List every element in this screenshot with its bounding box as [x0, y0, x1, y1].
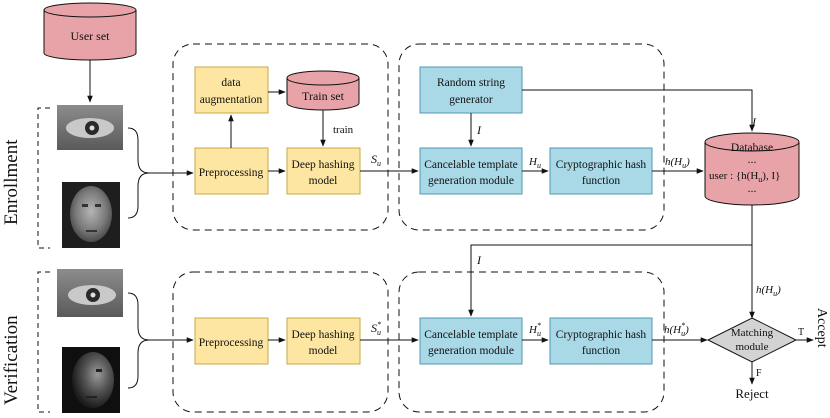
edge-label-hHu-enroll: h(Hu)	[665, 156, 690, 170]
enrollment-bracket	[37, 107, 50, 249]
accept-label: Accept	[814, 308, 829, 348]
branch-label-false: F	[756, 368, 762, 379]
svg-text:model: model	[309, 345, 338, 357]
arrow-random-to-database	[522, 89, 755, 132]
verify-protection-group	[398, 271, 665, 413]
svg-text:Matching: Matching	[731, 327, 774, 339]
svg-text:Deep hashing: Deep hashing	[292, 159, 355, 171]
arrow-database-to-cancelable-verify	[468, 244, 752, 317]
matching-module-diamond: Matching module	[706, 317, 798, 363]
database-dots-top: ...	[748, 152, 757, 166]
reject-label: Reject	[735, 386, 769, 401]
deep-hashing-box-enroll: Deep hashing model	[286, 147, 361, 195]
svg-text:generation module: generation module	[428, 345, 514, 357]
enrollment-brace	[127, 127, 150, 219]
svg-text:Cancelable template: Cancelable template	[424, 159, 518, 171]
svg-text:generation module: generation module	[428, 175, 514, 187]
enroll-protection-group	[398, 43, 665, 231]
svg-text:function: function	[582, 345, 621, 357]
face-image-verify	[62, 347, 120, 413]
svg-text:augmentation: augmentation	[200, 94, 263, 106]
edge-label-I-database: I	[751, 115, 757, 129]
edge-label-Hstar: H*u	[528, 321, 541, 338]
enroll-feature-group	[172, 43, 389, 231]
preprocessing-box-verify: Preprocessing	[194, 317, 269, 365]
eye-image-verify	[57, 269, 123, 317]
edge-label-Sstar: S*u	[371, 320, 381, 337]
crypto-hash-box-verify: Cryptographic hash function	[549, 317, 653, 365]
eye-image-enroll	[57, 105, 123, 150]
edge-label-Hu-enroll: Hu	[528, 156, 541, 170]
svg-text:Preprocessing: Preprocessing	[199, 337, 264, 349]
edge-label-I-enroll: I	[476, 123, 482, 137]
edge-label-hHstar: h(H*u)	[664, 321, 689, 338]
edge-label-hHu-match: h(Hu)	[756, 284, 781, 298]
branch-label-true: T	[798, 327, 804, 338]
preprocessing-box-enroll: Preprocessing	[194, 147, 269, 195]
user-set-label: User set	[71, 29, 111, 43]
section-label-enrollment: Enrollment	[1, 139, 22, 225]
verification-brace	[127, 292, 150, 389]
database-title: Database	[731, 142, 773, 154]
database-cylinder: Database ... user : {h(Hu), I} ...	[704, 132, 800, 206]
edge-label-I-verify: I	[476, 253, 482, 267]
svg-text:function: function	[582, 175, 621, 187]
user-set-cylinder: User set	[43, 2, 137, 61]
cancelable-template-box-enroll: Cancelable template generation module	[419, 147, 523, 195]
svg-text:Cryptographic hash: Cryptographic hash	[556, 159, 647, 171]
svg-text:Cryptographic hash: Cryptographic hash	[556, 329, 647, 341]
edge-label-train: train	[333, 124, 354, 136]
svg-text:Deep hashing: Deep hashing	[292, 329, 355, 341]
cancelable-template-box-verify: Cancelable template generation module	[419, 317, 523, 365]
verification-bracket	[37, 271, 50, 413]
random-string-generator-box: Random string generator	[419, 66, 523, 114]
svg-text:Cancelable template: Cancelable template	[424, 329, 518, 341]
data-augmentation-box: data augmentation	[194, 66, 269, 114]
database-entry: user : {h(Hu), I}	[709, 170, 780, 184]
svg-text:Random string: Random string	[437, 77, 505, 89]
train-set-cylinder: Train set	[286, 70, 360, 111]
svg-text:generator: generator	[449, 94, 493, 106]
svg-text:data: data	[221, 77, 240, 89]
deep-hashing-box-verify: Deep hashing model	[286, 317, 361, 365]
face-image-enroll	[62, 182, 120, 248]
database-dots-bottom: ...	[748, 181, 757, 195]
section-label-verification: Verification	[1, 315, 22, 405]
svg-text:module: module	[736, 341, 769, 353]
crypto-hash-box-enroll: Cryptographic hash function	[549, 147, 653, 195]
svg-text:Preprocessing: Preprocessing	[199, 167, 264, 179]
svg-text:model: model	[309, 175, 338, 187]
edge-label-Su: Su	[371, 152, 381, 168]
verify-feature-group	[172, 271, 389, 413]
svg-text:Train set: Train set	[302, 89, 345, 103]
